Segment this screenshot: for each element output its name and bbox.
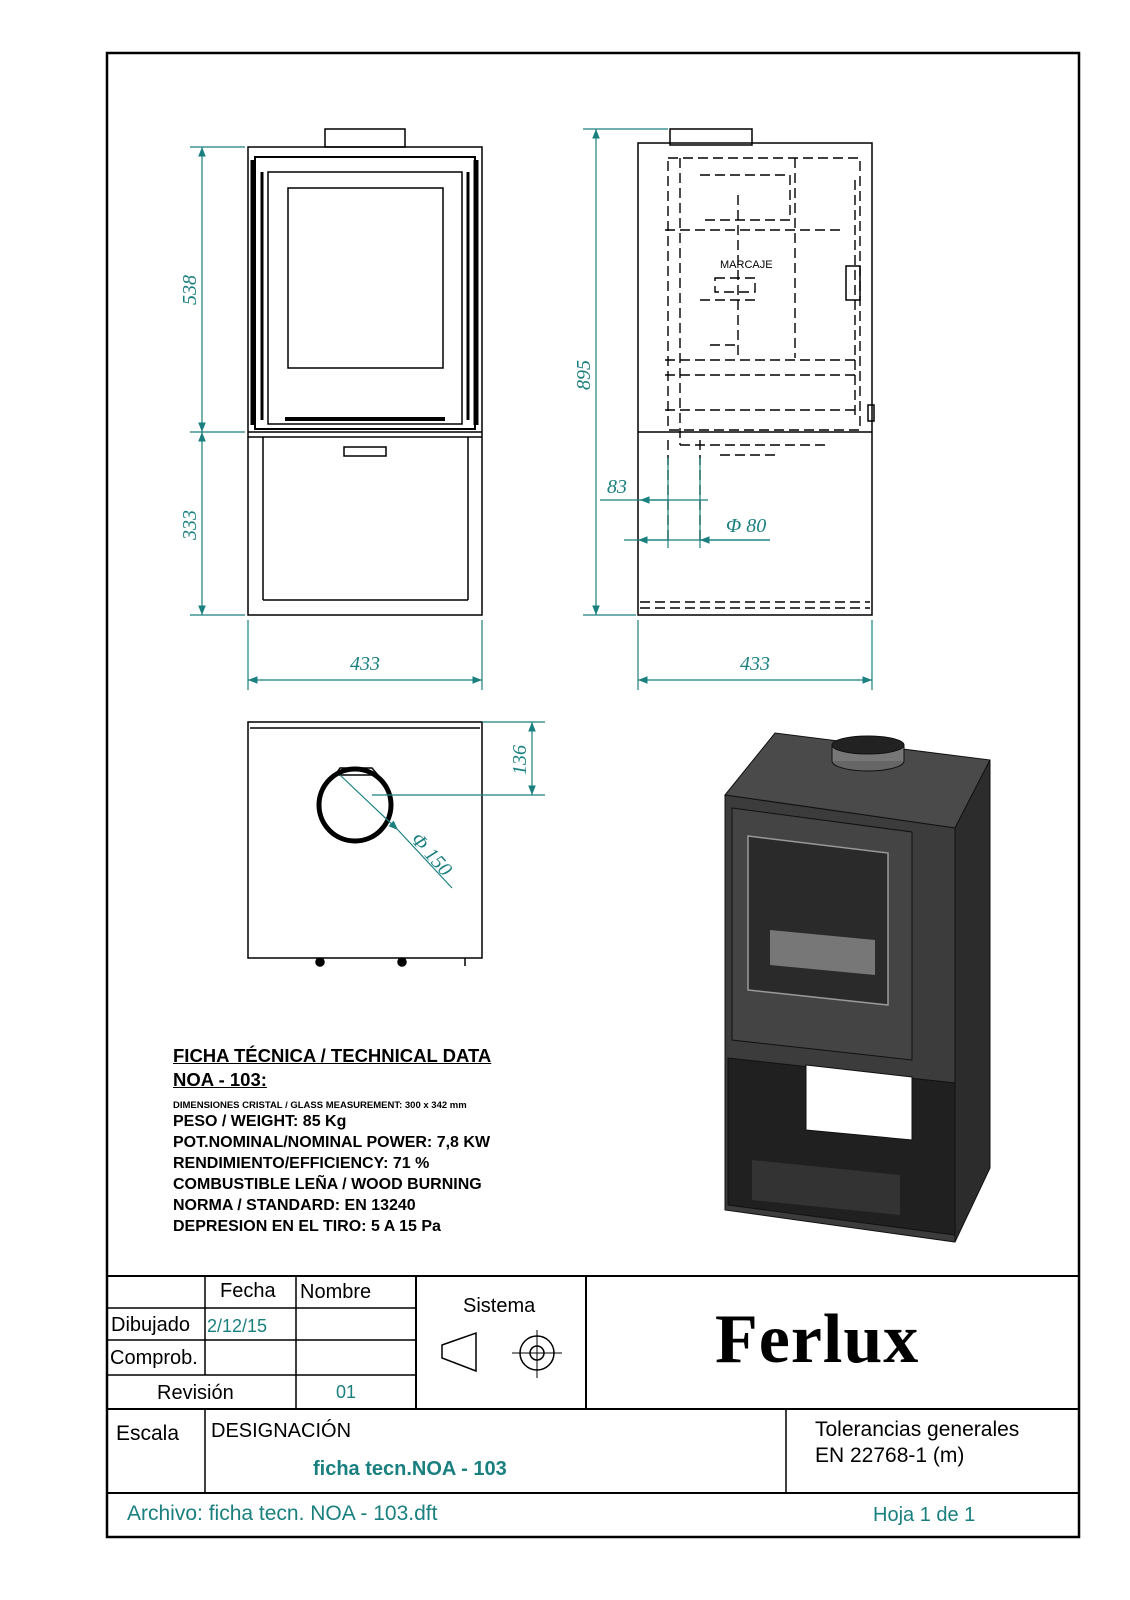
projection-symbol-cone [441, 1331, 477, 1373]
dimension-lines [190, 128, 873, 889]
hoja-page: Hoja 1 de 1 [873, 1504, 976, 1526]
dibujado-date: 2/12/15 [207, 1316, 268, 1336]
designacion-value: ficha tecn.NOA - 103 [313, 1458, 507, 1480]
designacion-label: DESIGNACIÓN [211, 1420, 352, 1442]
escala-label: Escala [116, 1422, 180, 1445]
dim-front-lower: 333 [179, 510, 201, 541]
side-view: MARCAJE [637, 128, 875, 616]
technical-data: FICHA TÉCNICA / TECHNICAL DATA NOA - 103… [173, 1044, 593, 1237]
front-view [247, 128, 483, 616]
comprob-label: Comprob. [110, 1347, 198, 1369]
sheet-frame [105, 51, 1081, 1539]
tolerancias-line2: EN 22768-1 (m) [815, 1444, 965, 1467]
title-block [107, 1275, 1079, 1494]
stove-isometric-render [724, 732, 991, 1243]
nombre-label: Nombre [300, 1281, 372, 1303]
dim-side-flue-diameter: Φ 80 [726, 515, 766, 537]
tech-line: NORMA / STANDARD: EN 13240 [173, 1197, 416, 1214]
tech-line: RENDIMIENTO/EFFICIENCY: 71 % [173, 1155, 430, 1172]
top-view [247, 721, 483, 967]
brand-logo: Ferlux [715, 1301, 920, 1378]
tech-line: POT.NOMINAL/NOMINAL POWER: 7,8 KW [173, 1134, 491, 1151]
marcaje-label: MARCAJE [720, 259, 773, 271]
tech-heading: FICHA TÉCNICA / TECHNICAL DATA [173, 1045, 492, 1066]
tech-line: DEPRESION EN EL TIRO: 5 A 15 Pa [173, 1218, 441, 1235]
dim-top-offset: 136 [509, 745, 531, 775]
tech-model: NOA - 103: [173, 1069, 267, 1090]
archivo-filename: Archivo: ficha tecn. NOA - 103.dft [127, 1502, 438, 1525]
dim-top-diameter: Φ 150 [406, 829, 456, 881]
dim-side-height: 895 [573, 360, 595, 390]
tech-line: COMBUSTIBLE LEÑA / WOOD BURNING [173, 1176, 482, 1193]
dim-side-flue-offset: 83 [607, 476, 627, 498]
sistema-label: Sistema [463, 1295, 536, 1317]
revision-label: Revisión [157, 1382, 234, 1404]
flue-outlet-circle [316, 766, 394, 844]
tolerancias-line1: Tolerancias generales [815, 1418, 1020, 1441]
tech-glass: DIMENSIONES CRISTAL / GLASS MEASUREMENT:… [173, 1100, 467, 1111]
dibujado-label: Dibujado [111, 1314, 190, 1336]
dim-front-upper: 538 [179, 275, 201, 305]
fecha-label: Fecha [220, 1280, 276, 1302]
dim-side-width: 433 [740, 653, 770, 675]
dim-front-width: 433 [350, 653, 380, 675]
revision-value: 01 [336, 1382, 357, 1402]
tech-line: PESO / WEIGHT: 85 Kg [173, 1113, 347, 1130]
